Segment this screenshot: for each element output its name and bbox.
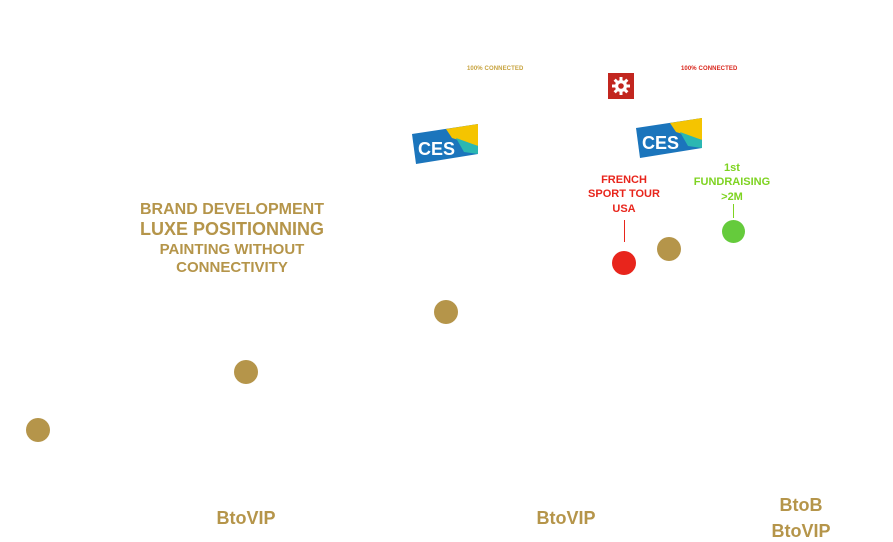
french-sport-tour-tick bbox=[624, 220, 625, 242]
french-sport-tour-dot bbox=[612, 251, 636, 275]
fundraising-label: 1st FUNDRAISING >2M bbox=[693, 162, 771, 203]
timeline-dot-2 bbox=[234, 360, 258, 384]
brand-line-1: BRAND DEVELOPMENT bbox=[139, 201, 324, 218]
timeline-dot-4 bbox=[657, 237, 681, 261]
fundraising-tick bbox=[733, 204, 734, 218]
bottom-label-middle: BtoVIP bbox=[536, 508, 596, 528]
ces-logo-left: CES bbox=[412, 124, 478, 164]
connected-label-right: 100% CONNECTED bbox=[681, 66, 738, 72]
ces-text-right: CES bbox=[642, 133, 679, 153]
fundraising-dot bbox=[722, 220, 745, 243]
connected-label-left: 100% CONNECTED bbox=[467, 66, 524, 72]
brand-development-text: BRAND DEVELOPMENT LUXE POSITIONNING PAIN… bbox=[112, 200, 352, 277]
ces-logo-right: CES bbox=[636, 118, 702, 158]
bottom-label-right-1: BtoB bbox=[779, 495, 823, 515]
gear-icon bbox=[608, 73, 634, 99]
ces-text-left: CES bbox=[418, 139, 455, 159]
french-sport-tour-label: FRENCH SPORT TOUR USA bbox=[588, 174, 660, 215]
bottom-label-left: BtoVIP bbox=[216, 508, 276, 528]
timeline-dot-3 bbox=[434, 300, 458, 324]
bottom-label-right-2: BtoVIP bbox=[771, 521, 831, 541]
timeline-dot-1 bbox=[26, 418, 50, 442]
brand-line-3: PAINTING WITHOUT bbox=[159, 240, 305, 258]
brand-line-4: CONNECTIVITY bbox=[176, 258, 288, 276]
brand-line-2: LUXE POSITIONNING bbox=[139, 219, 325, 240]
